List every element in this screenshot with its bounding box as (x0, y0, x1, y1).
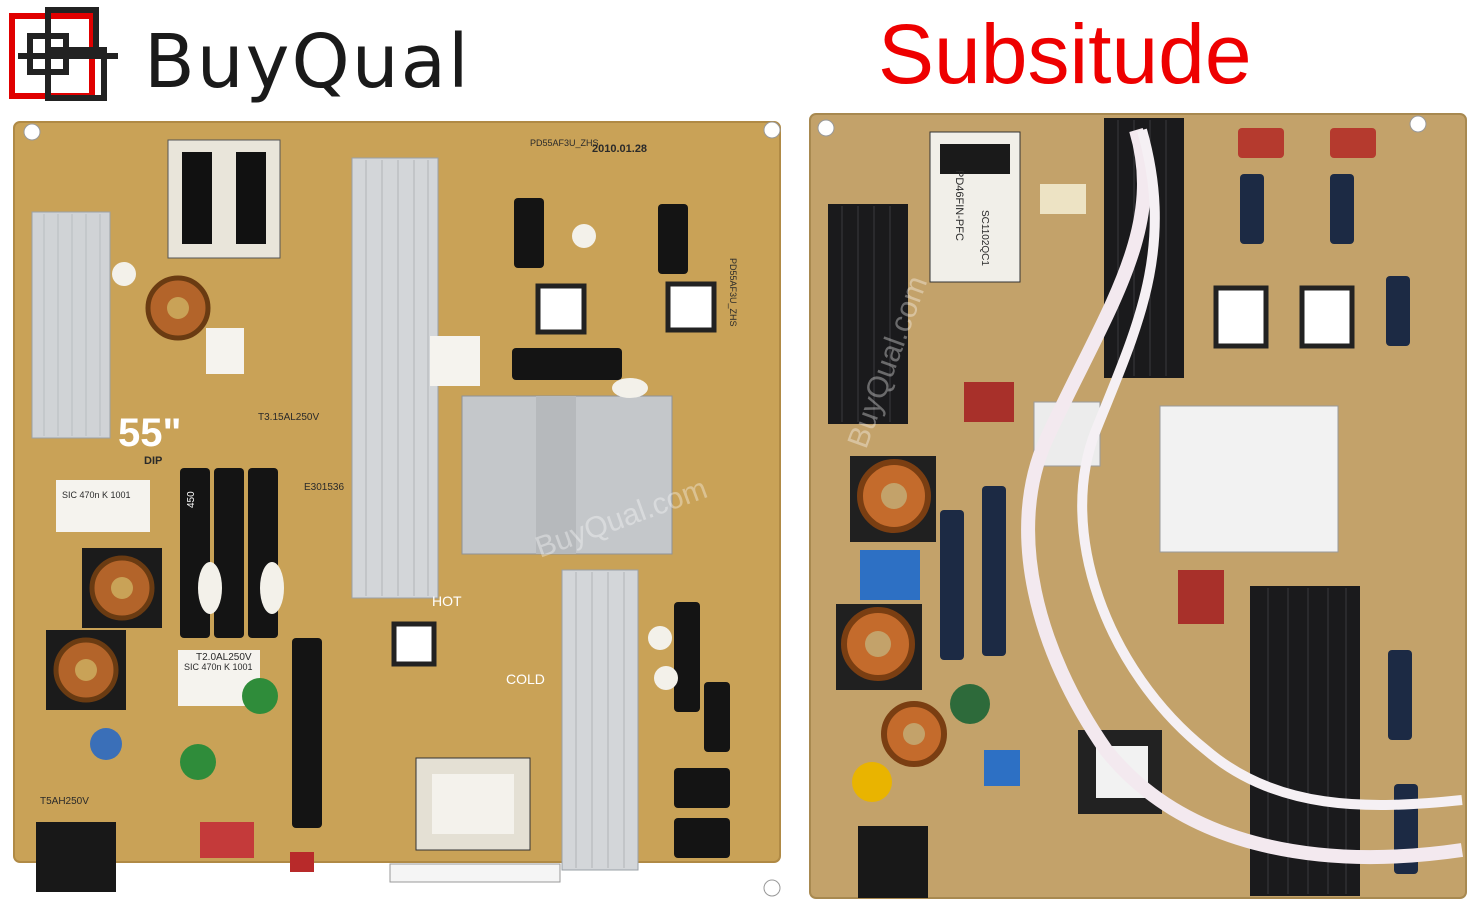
left-board-side-label: PD55AF3U_ZHS (728, 258, 738, 327)
right-board-transformer-label: SC1102QC1 (979, 210, 990, 266)
left-board-dip-label: DIP (144, 455, 162, 467)
brand-logo: BuyQual (8, 6, 508, 106)
left-board-cap-value: 450 (186, 491, 197, 508)
left-board-date: 2010.01.28 (592, 143, 647, 155)
right-board-photo: PD46FIN-PFC SC1102QC1 BuyQual.com (806, 110, 1470, 902)
left-board-ul-code: E301536 (304, 482, 344, 493)
left-board-cap-label-2: SIC 470n K 1001 (184, 662, 253, 672)
left-board-size-label: 55" (118, 411, 181, 455)
left-board-cap-label-1: SIC 470n K 1001 (62, 490, 131, 500)
right-board-model: PD46FIN-PFC (953, 170, 965, 241)
left-board-hot-label: HOT (432, 593, 462, 609)
left-board-fuse-label-1: T3.15AL250V (258, 412, 319, 423)
brand-logo-mark-icon (9, 7, 118, 101)
left-board-fuse-label-2: T2.0AL250V (196, 652, 252, 663)
left-board-fuse-label-3: T5AH250V (40, 796, 89, 807)
left-board-photo: PD55AF3U_ZHS 2010.01.28 55" DIP HOT COLD… (10, 118, 784, 902)
brand-name: BuyQual (144, 19, 471, 105)
left-board-cold-label: COLD (506, 671, 545, 687)
page-heading: Subsitude (878, 7, 1252, 101)
left-board-model: PD55AF3U_ZHS (530, 138, 599, 148)
